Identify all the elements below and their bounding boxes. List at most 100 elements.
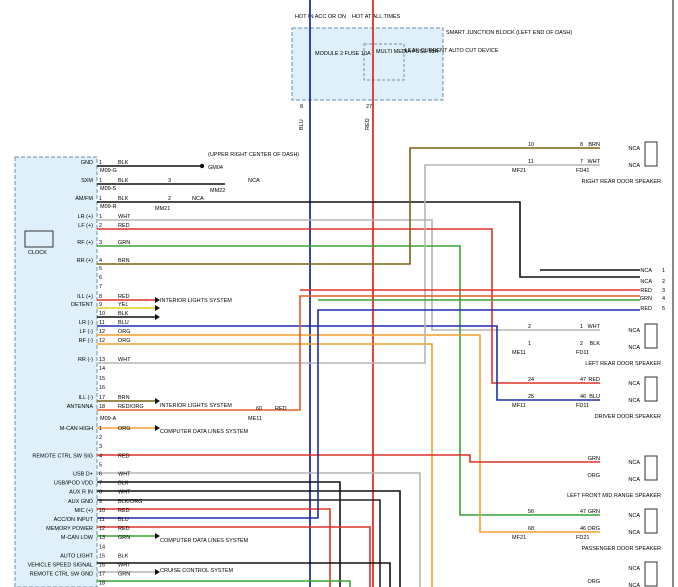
pin-label-lower-0: M-CAN HIGH	[60, 426, 93, 432]
wire-color-upper-10: RED	[118, 294, 130, 300]
supply-label-right: HOT AT ALL TIMES	[352, 14, 401, 20]
wire-color-upper-1: BLK	[118, 178, 129, 184]
wire-color-lower-10: BLU	[118, 517, 129, 523]
speaker-icon	[644, 455, 658, 481]
pin-number-lower-10: 11	[99, 517, 105, 523]
pin-label-lower-11: MEMORY POWER	[46, 526, 93, 532]
wire-auto-light	[97, 562, 391, 587]
ncr-label-2: RED	[640, 288, 652, 294]
wire-rr-plus	[97, 147, 600, 265]
pin-number-upper-5: 3	[99, 240, 102, 246]
ref-interior-lights-2: INTERIOR LIGHTS SYSTEM	[160, 403, 232, 409]
system-arrow-4	[155, 425, 160, 431]
sjb-pin-left: 8	[300, 104, 303, 110]
wire-color-upper-21: RED/ORG	[118, 404, 144, 410]
sxm-splice-pin: 3	[168, 178, 171, 184]
wire-color-upper-12: BLK	[118, 311, 129, 317]
sxm-splice-nca: NCA	[248, 178, 260, 184]
speaker-w1-3: GRN	[588, 456, 600, 462]
wire-color-upper-0: BLK	[118, 160, 129, 166]
pin-label-lower-7: AUX R IN	[69, 490, 93, 496]
speaker-nca-0: NCA	[628, 146, 640, 152]
clock-label: CLOCK	[28, 250, 47, 256]
speaker-c2b-4: 46	[580, 526, 586, 532]
sjb-wire-right: RED	[365, 118, 371, 130]
ncr-label-3: GRN	[640, 296, 652, 302]
wire-lr-minus	[97, 325, 600, 401]
pin-label-lower-10: ACC/ON INPUT	[54, 517, 94, 523]
wire-color-lower-0: ORG	[118, 426, 131, 432]
antenna-splice-wire: RED	[275, 406, 287, 412]
pin-number-upper-12: 10	[99, 311, 105, 317]
system-arrow-5	[155, 533, 160, 539]
wire-remote-sig	[97, 454, 600, 463]
sjb-pin-right: 27	[366, 104, 372, 110]
pin-label-upper-21: ANTENNA	[67, 404, 94, 410]
speaker-nca2-4: NCA	[628, 530, 640, 536]
connector-upper: M09-G	[100, 168, 117, 174]
pin-number-upper-4: 2	[99, 223, 102, 229]
speaker-nca2-1: NCA	[628, 345, 640, 351]
speaker-c1a-4: 56	[528, 509, 534, 515]
wire-remote-gnd	[97, 580, 351, 587]
pin-number-lower-12: 13	[99, 535, 105, 541]
pin-number-lower-14: 15	[99, 553, 105, 559]
wire-color-lower-16: GRN	[118, 572, 130, 578]
speaker-c1b-2: 47	[580, 377, 586, 383]
pin-number-lower-9: 10	[99, 508, 105, 514]
pin-label-upper-4: LF (+)	[78, 223, 93, 229]
system-arrow-6	[155, 569, 160, 575]
wire-color-lower-6: BLK	[118, 481, 129, 487]
speaker-c1b-1: 1	[580, 324, 583, 330]
wire-acc-on	[97, 309, 640, 519]
pin-number-upper-15: 12	[99, 338, 105, 344]
system-arrow-1	[155, 305, 160, 311]
speaker-w2-1: BLK	[590, 341, 601, 347]
speaker-c2a-0: 11	[528, 159, 534, 165]
wire-rf-minus	[97, 343, 433, 587]
pin-label-lower-16: REMOTE CTRL SW GND	[30, 572, 93, 578]
wire-color-lower-7: WHT	[118, 490, 131, 496]
pin-number-lower-17: 18	[99, 581, 105, 587]
pin-number-lower-16: 17	[99, 572, 105, 578]
wire-aux-r	[97, 490, 401, 587]
pin-number-upper-0: 1	[99, 160, 102, 166]
speaker-c2b-2: 46	[580, 394, 586, 400]
pin-number-upper-18: 15	[99, 376, 105, 382]
speaker-c1a-0: 10	[528, 142, 534, 148]
speaker-nca2-3: NCA	[628, 477, 640, 483]
wire-color-lower-9: RED	[118, 508, 130, 514]
speaker-w1-2: RED	[588, 377, 600, 383]
wire-aux-gnd	[97, 499, 381, 587]
wire-color-upper-4: RED	[118, 223, 130, 229]
pin-number-upper-17: 14	[99, 366, 105, 372]
wire-color-upper-5: GRN	[118, 240, 130, 246]
wire-color-upper-11: YEL	[118, 302, 128, 308]
wire-color-upper-13: BLU	[118, 320, 129, 326]
speaker-nca2-0: NCA	[628, 163, 640, 169]
speaker-c1a-2: 24	[528, 377, 534, 383]
pin-label-upper-0: GND	[81, 160, 93, 166]
ncr-pin-1: 2	[662, 279, 665, 285]
pin-number-lower-1: 2	[99, 435, 102, 441]
system-arrow-2	[155, 314, 160, 320]
pin-number-lower-7: 8	[99, 490, 102, 496]
speaker-w2-2: BLU	[589, 394, 600, 400]
wire-color-upper-15: ORG	[118, 338, 131, 344]
am-splice-pin: 2	[168, 196, 171, 202]
pin-number-upper-19: 16	[99, 385, 105, 391]
wire-rf-plus	[97, 245, 600, 516]
speaker-w1-4: GRN	[588, 509, 600, 515]
speaker-ca-1: ME11	[512, 350, 526, 356]
speaker-ca-0: MF21	[512, 168, 526, 174]
speaker-w2-5: ORG	[587, 579, 600, 585]
pin-label-lower-5: USB D+	[73, 472, 93, 478]
speaker-icon	[644, 141, 658, 167]
speaker-w1-1: WHT	[587, 324, 600, 330]
wire-color-upper-2: BLK	[118, 196, 129, 202]
wire-rr-minus	[97, 164, 600, 364]
pin-label-upper-11: DETENT	[71, 302, 94, 308]
wire-color-lower-15: WHT	[118, 563, 131, 569]
speaker-ca-2: MF11	[512, 403, 526, 409]
